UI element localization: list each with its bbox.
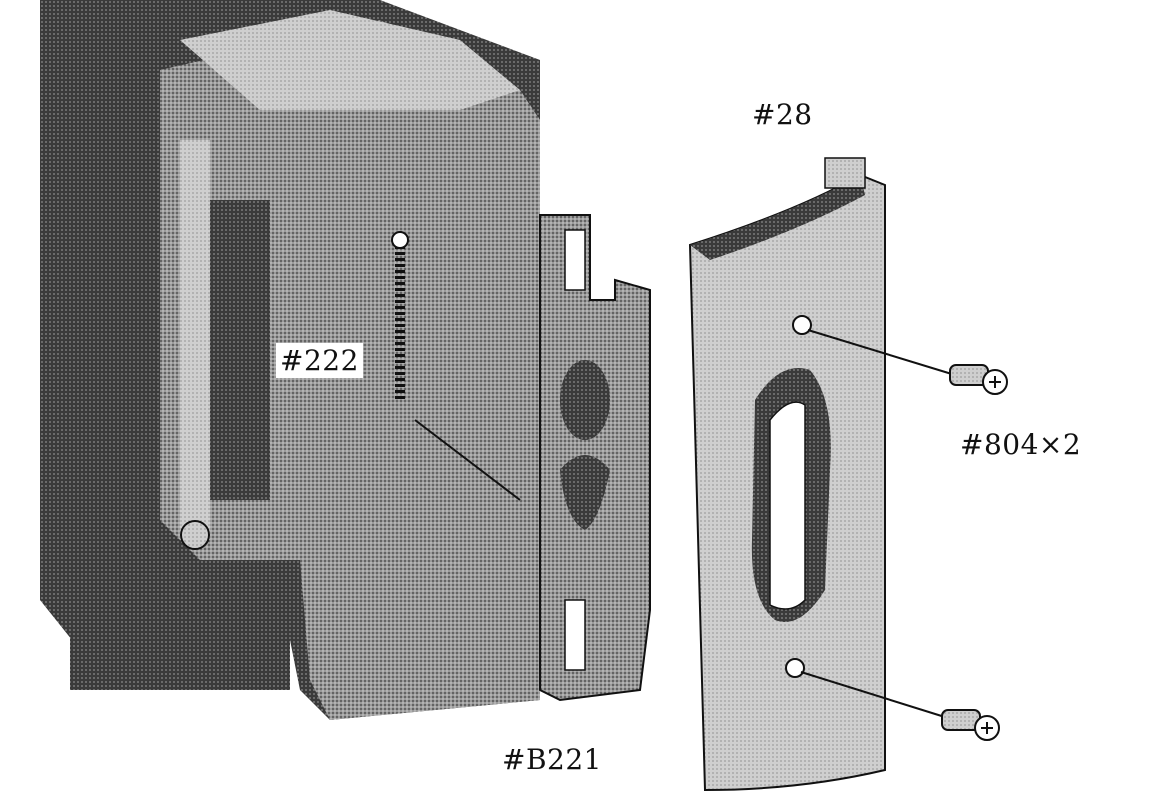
screw-icon-bottom (941, 709, 1000, 741)
leader-line-screw-top (807, 329, 956, 376)
plate-b221 (539, 214, 651, 702)
camera-body (40, 0, 540, 720)
part-label-804: #804×2 (960, 428, 1082, 461)
part-label-b221: #B221 (502, 743, 602, 776)
cover-28 (688, 157, 886, 792)
spring-part (391, 231, 409, 400)
screw-icon-top (949, 364, 1008, 395)
part-label-28: #28 (752, 98, 813, 131)
part-label-222: #222 (276, 343, 363, 378)
leader-line-b221 (414, 419, 521, 501)
leader-line-screw-bottom (800, 671, 949, 719)
